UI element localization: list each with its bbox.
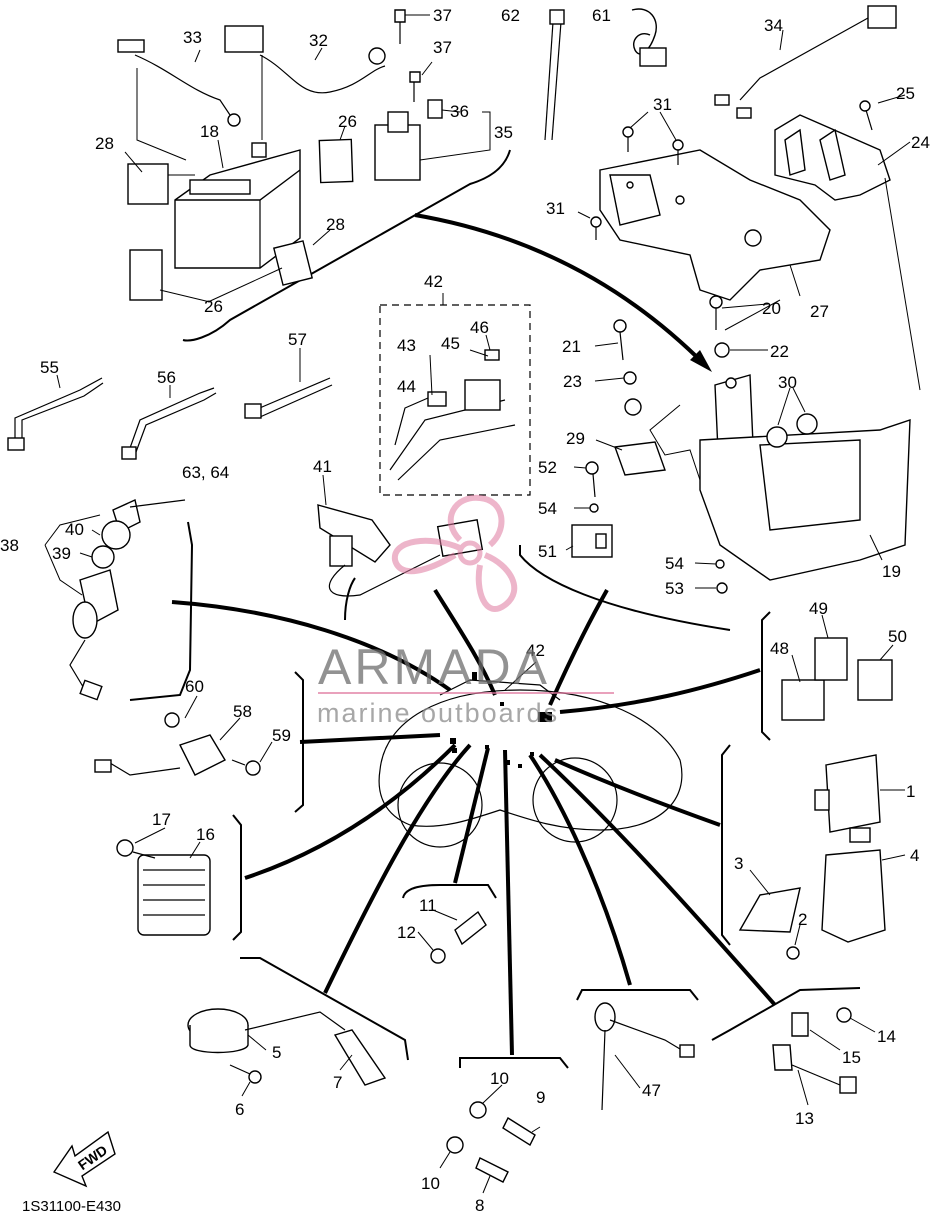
- ecu-marker: [538, 712, 552, 722]
- callout-1: 1: [906, 782, 915, 801]
- callout-10b: 10: [421, 1174, 440, 1193]
- callout-27: 27: [810, 302, 829, 321]
- watermark-brand: ARMADA: [318, 639, 550, 695]
- callout-20: 20: [762, 299, 781, 318]
- callout-2: 2: [798, 910, 807, 929]
- callout-54b: 54: [665, 554, 684, 573]
- callout-9: 9: [536, 1088, 545, 1107]
- callout-51: 51: [538, 542, 557, 561]
- callout-32: 32: [309, 31, 328, 50]
- callout-43: 43: [397, 336, 416, 355]
- callout-7: 7: [333, 1073, 342, 1092]
- callout-34: 34: [764, 16, 783, 35]
- callout-23: 23: [563, 372, 582, 391]
- callout-12: 12: [397, 923, 416, 942]
- ties-top: [544, 8, 667, 141]
- callout-62: 62: [501, 6, 520, 25]
- callout-42b: 42: [526, 641, 545, 660]
- callout-53: 53: [665, 579, 684, 598]
- leader-lines: [171, 213, 777, 1056]
- callout-21: 21: [562, 337, 581, 356]
- callout-17: 17: [152, 810, 171, 829]
- callout-4: 4: [910, 846, 919, 865]
- callout-41: 41: [313, 457, 332, 476]
- callout-22: 22: [770, 342, 789, 361]
- callout-labels: 1 2 3 4 5 6 7 8 9 10 10 11 12 13 14 15 1…: [0, 6, 930, 1215]
- frame-bracket-section: [571, 5, 921, 594]
- callout-44: 44: [397, 377, 416, 396]
- callout-28a: 28: [95, 134, 114, 153]
- watermark-tagline: marine outboards: [317, 698, 559, 728]
- callout-26a: 26: [338, 112, 357, 131]
- callout-57: 57: [288, 330, 307, 349]
- callout-37a: 37: [433, 6, 452, 25]
- callout-52: 52: [538, 458, 557, 477]
- callout-47: 47: [642, 1081, 661, 1100]
- callout-13: 13: [795, 1109, 814, 1128]
- callout-59: 59: [272, 726, 291, 745]
- callout-39: 39: [52, 544, 71, 563]
- callout-49: 49: [809, 599, 828, 618]
- callout-48: 48: [770, 639, 789, 658]
- callout-18: 18: [200, 122, 219, 141]
- callout-26b: 26: [204, 297, 223, 316]
- callout-6: 6: [235, 1100, 244, 1119]
- callout-29: 29: [566, 429, 585, 448]
- callout-55: 55: [40, 358, 59, 377]
- callout-56: 56: [157, 368, 176, 387]
- callout-40: 40: [65, 520, 84, 539]
- callout-11: 11: [419, 896, 437, 915]
- watermark-logo-icon: [391, 494, 518, 612]
- callout-42a: 42: [424, 272, 443, 291]
- callout-31a: 31: [653, 95, 672, 114]
- callout-28b: 28: [326, 215, 345, 234]
- callout-35: 35: [494, 123, 513, 142]
- watermark: ARMADA marine outboards: [317, 494, 614, 728]
- callout-24: 24: [911, 133, 930, 152]
- callout-19: 19: [882, 562, 901, 581]
- callout-3: 3: [734, 854, 743, 873]
- diagram-code: 1S31100-E430: [22, 1198, 121, 1212]
- callout-14: 14: [877, 1027, 896, 1046]
- callout-25: 25: [896, 84, 915, 103]
- left-parts: [7, 377, 893, 1188]
- callout-31b: 31: [546, 199, 565, 218]
- callout-10a: 10: [490, 1069, 509, 1088]
- callout-15: 15: [842, 1048, 861, 1067]
- callout-33: 33: [183, 28, 202, 47]
- callout-5: 5: [272, 1043, 281, 1062]
- section-brackets: [129, 149, 861, 1069]
- callout-30: 30: [778, 373, 797, 392]
- callout-leads: [44, 29, 911, 1194]
- kit-42-contents: [389, 349, 516, 481]
- callout-8: 8: [475, 1196, 484, 1212]
- callout-61: 61: [592, 6, 611, 25]
- kit-box-42: [379, 304, 531, 496]
- callout-54a: 54: [538, 499, 557, 518]
- battery-section: [117, 9, 491, 301]
- callout-36: 36: [450, 102, 469, 121]
- callout-63-64: 63, 64: [182, 463, 229, 482]
- callout-50: 50: [888, 627, 907, 646]
- callout-38: 38: [0, 536, 19, 555]
- callout-16: 16: [196, 825, 215, 844]
- callout-45: 45: [441, 334, 460, 353]
- callout-60: 60: [185, 677, 204, 696]
- callout-46: 46: [470, 318, 489, 337]
- callout-58: 58: [233, 702, 252, 721]
- callout-37b: 37: [433, 38, 452, 57]
